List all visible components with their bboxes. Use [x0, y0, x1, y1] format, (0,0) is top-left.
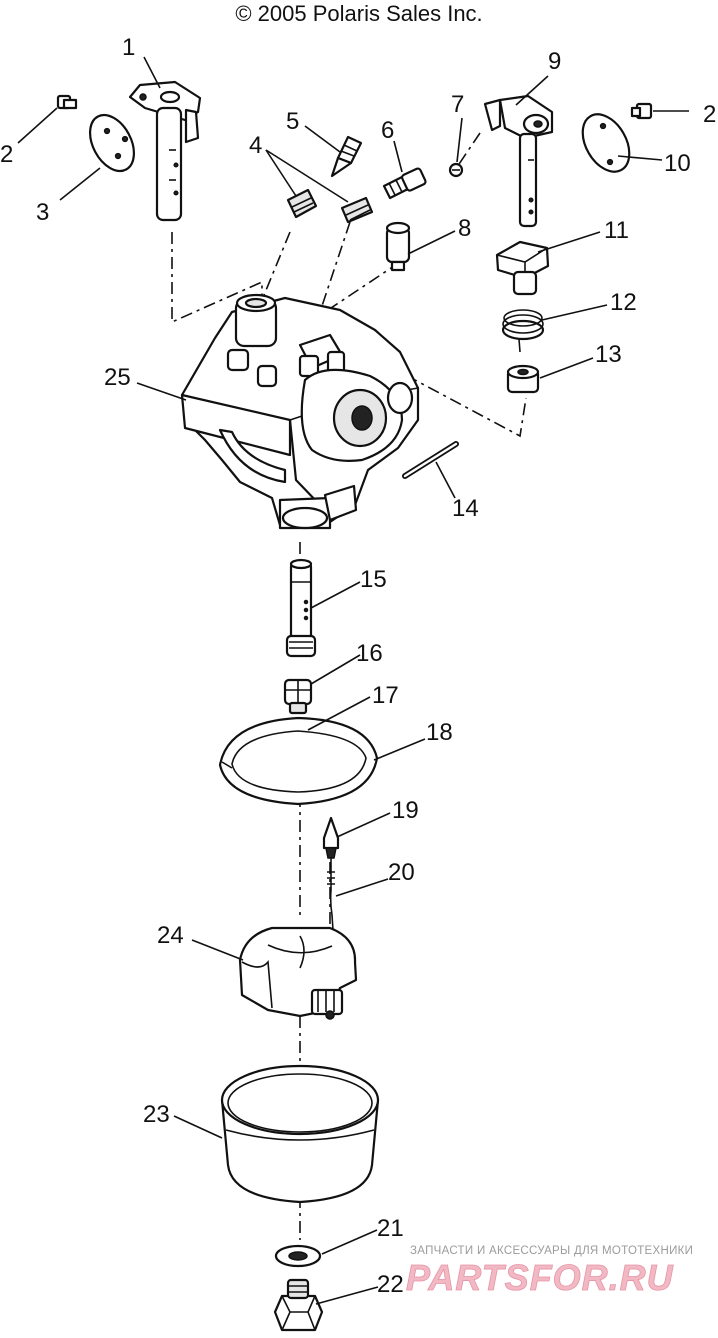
part-12-spring: [501, 309, 545, 353]
part-4-spring-left: [286, 188, 318, 219]
callout-1: 1: [122, 34, 135, 61]
callout-7: 7: [451, 91, 464, 118]
callout-labels: 1 2 2 3 4 5 6 7 8 9 10 11 12 13 14 15 16…: [0, 34, 716, 1298]
part-5-mixture-screw: [330, 135, 363, 178]
callout-5: 5: [286, 108, 299, 135]
callout-19: 19: [392, 797, 419, 824]
watermark: ЗАПЧАСТИ И АКСЕССУАРЫ ДЛЯ МОТОТЕХНИКИ PA…: [406, 1245, 693, 1298]
callout-16: 16: [356, 640, 383, 667]
part-2-screw-right: [630, 102, 653, 120]
callout-9: 9: [548, 48, 561, 75]
part-7-screw: [448, 162, 464, 178]
part-21-washer: [274, 1244, 322, 1268]
callout-2-right: 2: [703, 101, 716, 128]
callout-4: 4: [249, 132, 262, 159]
part-22-drain-bolt: [273, 1278, 324, 1332]
part-11-choke-cap: [495, 240, 550, 296]
callout-22: 22: [377, 1271, 404, 1298]
callout-8: 8: [458, 215, 471, 242]
callout-21: 21: [377, 1215, 404, 1242]
part-4-spring-right: [340, 196, 374, 224]
watermark-tagline: ЗАПЧАСТИ И АКСЕССУАРЫ ДЛЯ МОТОТЕХНИКИ: [410, 1245, 693, 1257]
callout-24: 24: [157, 922, 184, 949]
callout-23: 23: [143, 1101, 170, 1128]
callout-2-left: 2: [0, 141, 13, 168]
part-14-pin: [402, 441, 459, 479]
part-20-clip: [327, 858, 335, 931]
part-23-float-bowl: [220, 1064, 380, 1204]
part-10-choke-plate: [581, 113, 631, 173]
part-24-float: [238, 926, 358, 1020]
part-6-idle-screw: [382, 167, 427, 200]
part-9-choke-shaft: [483, 94, 554, 228]
callout-18: 18: [426, 719, 453, 746]
callout-15: 15: [360, 566, 387, 593]
watermark-logo: PARTSFOR.RU: [406, 1257, 674, 1298]
part-2-screw-left: [56, 94, 78, 110]
callout-13: 13: [595, 341, 622, 368]
part-19-float-needle: [322, 816, 340, 859]
part-18-bowl-gasket: [218, 716, 379, 806]
callout-6: 6: [381, 117, 394, 144]
callout-14: 14: [452, 495, 479, 522]
part-3-throttle-plate: [88, 113, 136, 173]
callout-3: 3: [36, 199, 49, 226]
callout-10: 10: [664, 150, 691, 177]
part-8-jet-plug: [385, 221, 411, 272]
callout-11: 11: [604, 217, 629, 244]
part-15-emulsion-tube: [285, 558, 317, 658]
callout-12: 12: [610, 289, 637, 316]
part-25-carburetor-body: [180, 293, 420, 530]
callout-17: 17: [372, 682, 399, 709]
part-13-bushing: [506, 364, 540, 394]
callout-20: 20: [388, 859, 415, 886]
part-1-throttle-shaft: [128, 80, 202, 222]
leader-lines: [17, 56, 689, 1305]
callout-25: 25: [104, 364, 131, 391]
copyright-notice: © 2005 Polaris Sales Inc.: [235, 1, 483, 26]
part-16-main-jet: [283, 678, 313, 715]
